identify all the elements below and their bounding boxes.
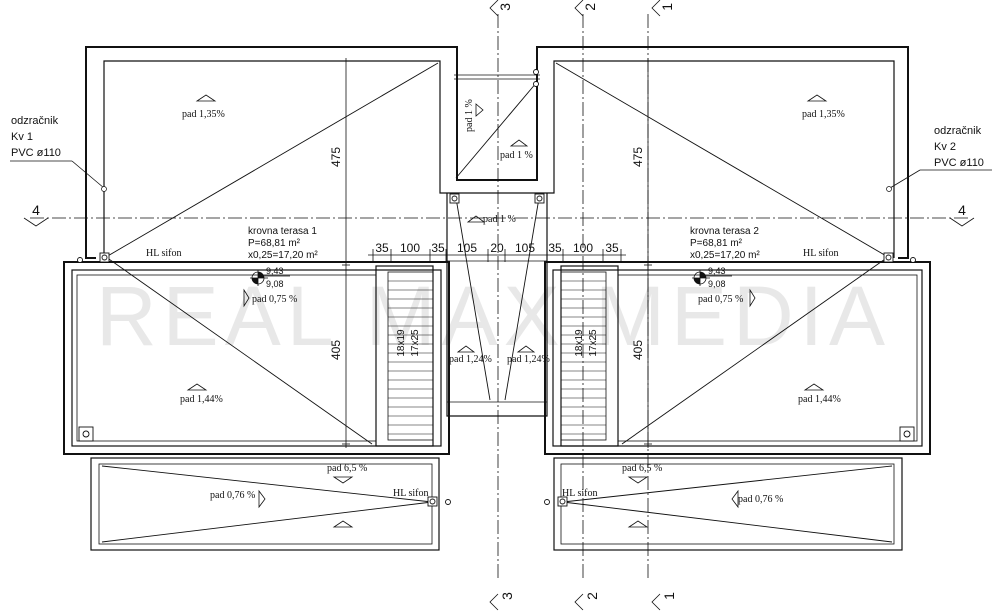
axis-markers: 3 2 1 3 2 1 4 4 (23, 0, 975, 611)
level-right-upper: 9,43 (708, 266, 726, 276)
slope-center-mid: pad 1 % (483, 214, 516, 225)
slope-center-top: pad 1 % (500, 150, 533, 161)
dim-475-left: 475 (329, 147, 343, 167)
terrace2-name: krovna terasa 2 (690, 226, 759, 237)
siphon-labels: HL sifon HL sifon HL sifon HL sifon (146, 248, 838, 499)
vent-left-line3: PVC ø110 (11, 147, 61, 159)
slope-left-mid: pad 0,75 % (252, 294, 297, 305)
terrace1-name: krovna terasa 1 (248, 226, 317, 237)
vent-right-line1: odzračnik (934, 125, 982, 137)
dim-chain-6: 35 (548, 241, 562, 255)
building-outline (63, 46, 931, 551)
dim-475-right: 475 (631, 147, 645, 167)
sifon-left-terrace: HL sifon (146, 248, 181, 259)
slope-labels: pad 1,35% pad 0,75 % pad 1,44% pad 1,35%… (180, 94, 845, 528)
slope-right-bot: pad 1,44% (798, 394, 841, 405)
dim-chain-7: 100 (573, 241, 593, 255)
axis-label-top-2: 2 (582, 3, 598, 11)
slope-balcony-right-side: pad 0,76 % (738, 494, 783, 505)
drainage-lines (101, 62, 893, 543)
axis-label-top-1: 1 (659, 3, 675, 11)
axis-label-bottom-2: 2 (584, 592, 600, 600)
dim-chain-5: 105 (515, 241, 535, 255)
sifon-left-balcony: HL sifon (393, 488, 428, 499)
axis-label-left-4: 4 (32, 202, 40, 218)
terrace2-area: P=68,81 m² (690, 238, 743, 249)
stair-labels: 18x19 17x25 18x19 17x25 (396, 329, 599, 357)
watermark: REAL MAX MEDIA (96, 269, 891, 363)
dim-405-right: 405 (631, 340, 645, 360)
vent-labels: odzračnik Kv 1 PVC ø110 odzračnik Kv 2 P… (10, 115, 992, 192)
dimension-labels: 475 405 475 405 35 100 35 105 20 105 35 … (329, 147, 645, 360)
slope-balcony-left-top: pad 6,5 % (327, 463, 367, 474)
level-left-upper: 9,43 (266, 266, 284, 276)
level-left-lower: 9,08 (266, 279, 284, 289)
axis-label-right-4: 4 (958, 202, 966, 218)
vent-left-line2: Kv 1 (11, 131, 33, 143)
dim-chain-2: 35 (431, 241, 445, 255)
dimension-lines (342, 58, 652, 448)
drain-markers (77, 69, 916, 507)
sifon-right-terrace: HL sifon (803, 248, 838, 259)
dim-chain-4: 20 (490, 241, 504, 255)
dim-chain-3: 105 (457, 241, 477, 255)
level-markers: 9,43 9,08 9,43 9,08 (250, 266, 732, 289)
slope-center-left: pad 1,24% (449, 354, 492, 365)
stair-left-line2: 17x25 (410, 329, 421, 357)
slope-balcony-right-top: pad 6,5 % (622, 463, 662, 474)
stair-right-line2: 17x25 (588, 329, 599, 357)
vent-left-line1: odzračnik (11, 115, 59, 127)
stair-left-line1: 18x19 (396, 329, 407, 357)
slope-balcony-left-side: pad 0,76 % (210, 490, 255, 501)
level-right-lower: 9,08 (708, 279, 726, 289)
slope-center-top-vertical: pad 1 % (464, 99, 475, 132)
axis-label-top-3: 3 (497, 3, 513, 11)
terrace2-reduced: x0,25=17,20 m² (690, 250, 760, 261)
vent-right-line3: PVC ø110 (934, 157, 984, 169)
slope-left-top: pad 1,35% (182, 109, 225, 120)
slope-right-mid: pad 0,75 % (698, 294, 743, 305)
slope-center-right: pad 1,24% (507, 354, 550, 365)
terrace-info: krovna terasa 1 P=68,81 m² x0,25=17,20 m… (248, 226, 760, 261)
dim-405-left: 405 (329, 340, 343, 360)
stair-treads (388, 280, 606, 435)
dim-chain-8: 35 (605, 241, 619, 255)
slope-right-top: pad 1,35% (802, 109, 845, 120)
axis-label-bottom-3: 3 (499, 592, 515, 600)
stair-right-line1: 18x19 (574, 329, 585, 357)
axis-label-bottom-1: 1 (661, 592, 677, 600)
section-marker (466, 215, 486, 223)
sifon-right-balcony: HL sifon (562, 488, 597, 499)
vent-right-line2: Kv 2 (934, 141, 956, 153)
dim-chain-1: 100 (400, 241, 420, 255)
vent-left-marker (101, 186, 107, 192)
slope-left-bot: pad 1,44% (180, 394, 223, 405)
terrace1-reduced: x0,25=17,20 m² (248, 250, 318, 261)
vent-right-marker (886, 186, 892, 192)
dim-chain-0: 35 (375, 241, 389, 255)
terrace1-area: P=68,81 m² (248, 238, 301, 249)
